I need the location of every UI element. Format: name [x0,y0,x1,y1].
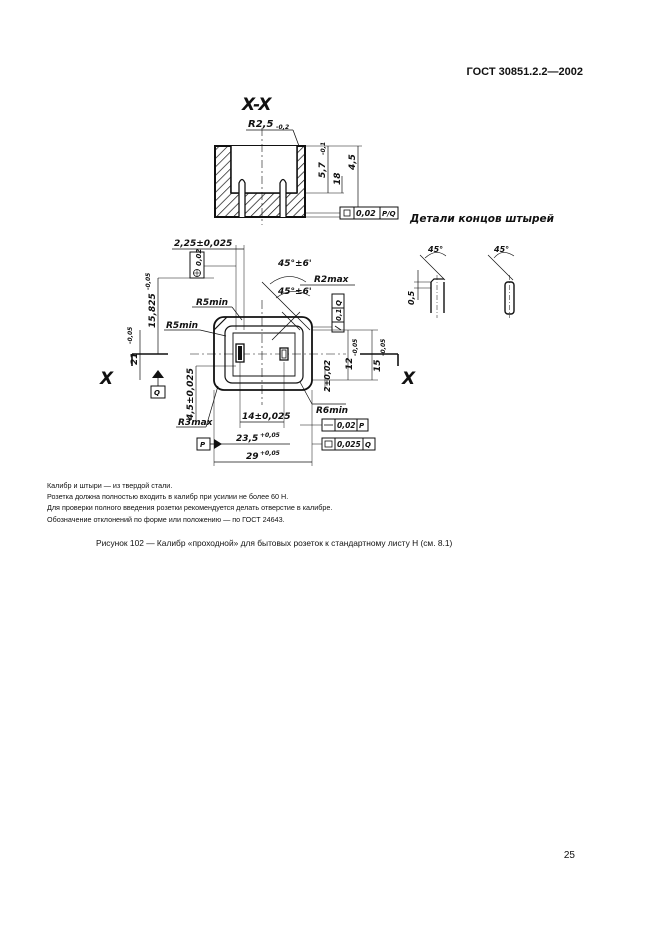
plan-d29: 29 [246,452,259,462]
details-d05: 0,5 [407,290,416,305]
plan-d225: 2,25±0,025 [174,239,232,249]
plan-d1582: 15,825 [148,293,158,328]
plan-frame1: 0,02 [337,421,356,430]
plan-r5min-1: R5min [196,298,228,308]
standard-number: ГОСТ 30851.2.2—2002 [466,66,584,78]
section-d57: 5,7 [318,161,328,178]
note-material: Калибр и штыри — из твердой стали. [47,481,173,490]
pin-details: Детали концов штырей 0,5 45° 45° [407,213,555,318]
section-r25: R2,5 [248,119,273,130]
cut-letter-right: X [401,369,416,389]
plan-frame2: 0,025 [337,440,361,449]
section-label: X-X [241,95,272,115]
plan-view: X X 45°±6' 45°±6' R2max 2,25±0,025 0,02 … [99,239,416,466]
details-title: Детали концов штырей [409,213,555,225]
plan-frame1-ref: P [359,422,365,430]
page-number: 25 [563,850,575,861]
plan-d29-tol: +0,05 [260,450,280,457]
note-force: Розетка должна полностью входить в калиб… [47,492,289,502]
section-d57-tol: -0,1 [320,142,327,155]
plan-d12: 12 [345,357,355,370]
plan-d14: 14±0,025 [242,412,291,422]
plan-d45: 4,5±0,025 [186,368,196,421]
plan-d21-tol: -0,05 [127,327,134,344]
plan-d15-tol: -0,05 [380,339,387,356]
section-r25-tol: -0,2 [276,124,289,131]
plan-pos002: 0,02 [195,249,203,266]
plan-d21: 21 [130,352,140,365]
plan-r5min-2: R5min [166,321,198,331]
plan-d12-tol: -0,05 [352,339,359,356]
plan-d235-tol: +0,05 [260,432,280,439]
plan-par-ref: Q [335,300,343,306]
technical-drawing: X-X R2,5 -0,2 5,7 -0,1 18 4,5 0,02 [99,95,555,466]
details-ang1: 45° [427,245,443,254]
section-flat1-ref: P/Q [382,210,396,218]
plan-r6min: R6min [316,406,348,416]
plan-d235: 23,5 [236,434,258,444]
plan-ang1: 45°±6' [277,259,312,269]
section-view: X-X R2,5 -0,2 5,7 -0,1 18 4,5 0,02 [214,95,399,225]
note-hole: Для проверки полного введения розетки ре… [47,503,333,513]
plan-par01: 0,1 [335,308,343,321]
plan-frame2-ref: Q [365,441,371,449]
plan-r2max: R2max [314,275,350,285]
section-d45: 4,5 [348,154,358,171]
notes: Калибр и штыри — из твердой стали. Розет… [47,480,332,525]
section-flat1: 0,02 [356,209,376,218]
datum-p-box: P [200,441,206,449]
figure-caption: Рисунок 102 — Калибр «проходной» для быт… [96,538,453,548]
note-standard: Обозначение отклонений по форме или поло… [47,514,285,524]
plan-ang2: 45°±6' [277,287,312,297]
plan-d2: 2±0,02 [323,360,332,392]
details-ang2: 45° [493,245,509,254]
plan-d15: 15 [373,359,383,372]
cut-letter-left: X [99,369,114,389]
plan-d1582-tol: -0,05 [145,273,152,290]
section-d18: 18 [333,172,343,185]
plan-r3max: R3max [178,418,214,428]
datum-q-box: Q [154,389,160,397]
